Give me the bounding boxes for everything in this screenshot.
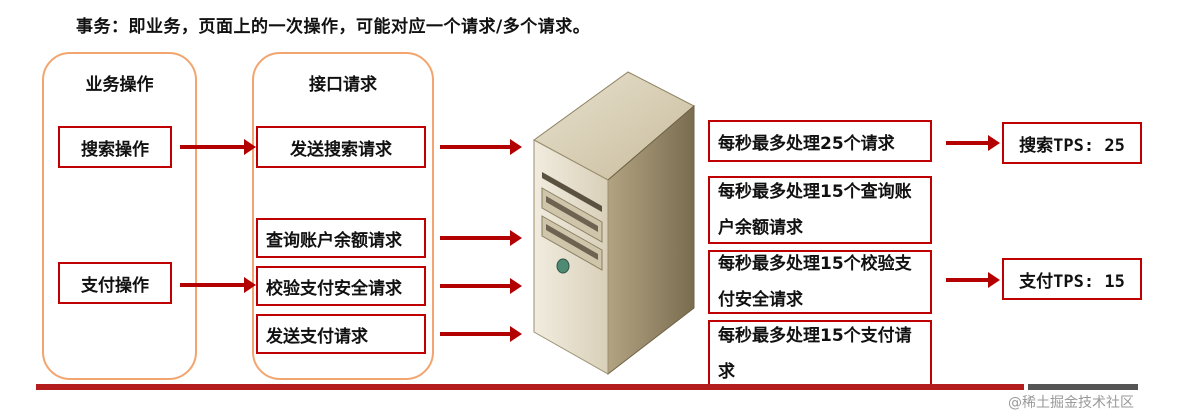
business-column-header: 业务操作 xyxy=(42,70,197,95)
arrow-verify-pay-to-server xyxy=(440,284,510,288)
capacity-query-balance-box: 每秒最多处理15个查询账户余额请求 xyxy=(708,176,932,244)
capacity-send-pay-box: 每秒最多处理15个支付请求 xyxy=(708,320,932,388)
watermark-text: @稀土掘金技术社区 xyxy=(1008,392,1134,412)
tps-search-label: 搜索TPS: 25 xyxy=(1019,131,1125,156)
tps-pay-label: 支付TPS: 15 xyxy=(1019,267,1125,292)
arrow-pay-to-tps xyxy=(946,278,988,282)
arrow-search-to-tps xyxy=(946,141,988,145)
request-verify-pay-box: 校验支付安全请求 xyxy=(256,266,426,306)
arrow-pay-to-request xyxy=(180,283,244,287)
request-send-pay-box: 发送支付请求 xyxy=(256,314,426,354)
bottom-divider-gray xyxy=(1028,384,1138,390)
arrow-send-pay-to-server xyxy=(440,332,510,336)
tps-search-box: 搜索TPS: 25 xyxy=(1002,122,1142,164)
bottom-divider-red xyxy=(36,384,1024,390)
server-tower-icon xyxy=(528,70,700,380)
diagram-title: 事务：即业务，页面上的一次操作，可能对应一个请求/多个请求。 xyxy=(76,12,590,37)
tps-pay-box: 支付TPS: 15 xyxy=(1002,258,1142,300)
capacity-search-box: 每秒最多处理25个请求 xyxy=(708,120,932,162)
business-search-box: 搜索操作 xyxy=(58,126,172,168)
api-column-header: 接口请求 xyxy=(252,70,434,95)
capacity-verify-pay-box: 每秒最多处理15个校验支付安全请求 xyxy=(708,250,932,314)
arrow-query-balance-to-server xyxy=(440,236,510,240)
arrow-search-to-request xyxy=(180,145,244,149)
business-pay-box: 支付操作 xyxy=(58,262,172,304)
arrow-send-search-to-server xyxy=(440,145,510,149)
business-column-frame xyxy=(42,52,197,380)
request-query-balance-box: 查询账户余额请求 xyxy=(256,218,426,258)
request-send-search-box: 发送搜索请求 xyxy=(256,126,426,168)
